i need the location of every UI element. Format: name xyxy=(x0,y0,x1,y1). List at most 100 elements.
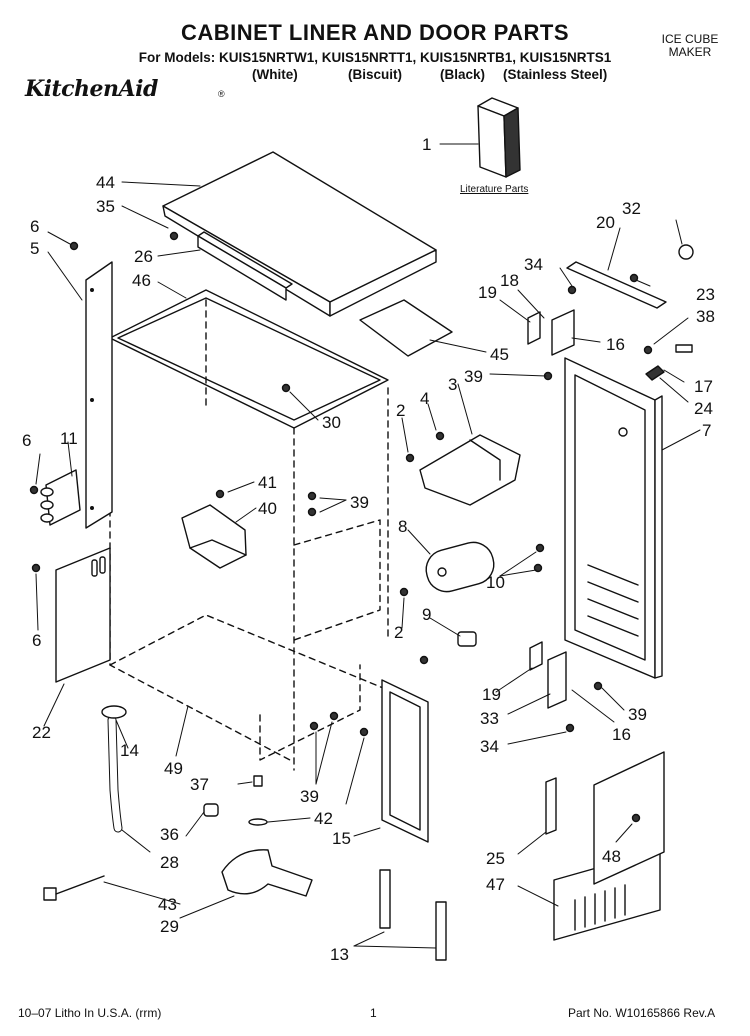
callout-34b: 34 xyxy=(480,737,499,756)
callout-30: 30 xyxy=(322,413,341,432)
callout-1: 1 xyxy=(422,135,431,154)
callout-19b: 19 xyxy=(482,685,501,704)
callout-39: 39 xyxy=(464,367,483,386)
callout-45: 45 xyxy=(490,345,509,364)
callout-19: 19 xyxy=(478,283,497,302)
part-ice-chute xyxy=(419,434,521,506)
footer-litho: 10–07 Litho In U.S.A. (rrm) xyxy=(18,1006,162,1020)
callout-42: 42 xyxy=(314,809,333,828)
callout-11: 11 xyxy=(60,429,78,448)
callout-46: 46 xyxy=(132,271,151,290)
callout-2: 2 xyxy=(396,401,405,420)
callout-14: 14 xyxy=(120,741,139,760)
part-hinge-pin xyxy=(645,365,665,381)
part-literature-booklet xyxy=(477,97,521,178)
callout-8: 8 xyxy=(398,517,407,536)
screws-group xyxy=(29,231,653,823)
part-insulation-sheet xyxy=(359,299,453,357)
part-ice-scoop xyxy=(221,849,313,897)
callout-13: 13 xyxy=(330,945,349,964)
part-hinge-pin-cover xyxy=(675,344,693,353)
part-cabinet-liner-outline xyxy=(109,299,389,771)
part-hinge-bracket xyxy=(40,469,81,526)
callout-38: 38 xyxy=(696,307,715,326)
part-leveling-foot xyxy=(248,818,268,826)
part-hinge-shim-bottom xyxy=(529,641,543,671)
callout-leaders xyxy=(35,143,701,949)
callout-39d: 39 xyxy=(300,787,319,806)
footer-page-number: 1 xyxy=(370,1006,377,1020)
models-line: For Models: KUIS15NRTW1, KUIS15NRTT1, KU… xyxy=(138,50,612,65)
variant-biscuit: (Biscuit) xyxy=(348,67,402,82)
variant-white: (White) xyxy=(252,67,298,82)
callout-47: 47 xyxy=(486,875,505,894)
callout-4: 4 xyxy=(420,389,429,408)
footer-part-number: Part No. W10165866 Rev.A xyxy=(568,1006,716,1020)
part-hinge-cap xyxy=(678,244,694,260)
callout-22: 22 xyxy=(32,723,51,742)
part-door-assembly xyxy=(564,357,663,679)
callout-48: 48 xyxy=(602,847,621,866)
part-hinge-shim-top xyxy=(527,311,541,345)
callout-24: 24 xyxy=(694,399,713,418)
callout-26: 26 xyxy=(134,247,153,266)
callout-49: 49 xyxy=(164,759,183,778)
part-leveling-leg xyxy=(253,775,263,787)
part-kickplate xyxy=(553,751,665,941)
callout-17: 17 xyxy=(694,377,713,396)
callout-9: 9 xyxy=(422,605,431,624)
callout-7: 7 xyxy=(702,421,711,440)
callout-25: 25 xyxy=(486,849,505,868)
callout-20: 20 xyxy=(596,213,615,232)
callout-labels: 1 2 2 3 4 5 6 6 6 7 8 9 10 11 13 14 15 1… xyxy=(22,135,715,964)
product-label-line2: MAKER xyxy=(668,45,712,59)
callout-15: 15 xyxy=(332,829,351,848)
part-door-gasket xyxy=(381,679,429,843)
part-side-panel xyxy=(85,261,113,529)
callout-32: 32 xyxy=(622,199,641,218)
literature-label: Literature Parts xyxy=(460,184,528,195)
part-top-hinge-bracket xyxy=(551,309,575,356)
part-bottom-hinge-bracket xyxy=(547,651,567,709)
part-kickplate-bracket xyxy=(545,777,557,835)
callout-18: 18 xyxy=(500,271,519,290)
callout-39b: 39 xyxy=(350,493,369,512)
part-liner-frame xyxy=(109,289,389,429)
callout-37: 37 xyxy=(190,775,209,794)
brand-logo: KitchenAid xyxy=(25,76,158,102)
brand-registered-mark: ® xyxy=(218,89,225,99)
part-cover-plate xyxy=(55,547,111,683)
part-drain-fitting xyxy=(101,705,127,719)
callout-6b: 6 xyxy=(22,431,31,450)
part-top-bracket xyxy=(197,231,293,301)
part-air-duct xyxy=(181,504,247,569)
page-title: CABINET LINER AND DOOR PARTS xyxy=(181,20,569,45)
part-door-switch xyxy=(457,631,477,647)
product-label: ICE CUBE MAKER xyxy=(655,33,725,59)
callout-39c: 39 xyxy=(628,705,647,724)
callout-40: 40 xyxy=(258,499,277,518)
product-label-line1: ICE CUBE xyxy=(661,32,719,46)
callout-6: 6 xyxy=(30,217,39,236)
part-trim-strip-right xyxy=(435,901,447,961)
callout-5: 5 xyxy=(30,239,39,258)
callout-3: 3 xyxy=(448,375,457,394)
part-cam-housing xyxy=(425,541,495,593)
callout-35: 35 xyxy=(96,197,115,216)
callout-23: 23 xyxy=(696,285,715,304)
callout-41: 41 xyxy=(258,473,277,492)
callout-29: 29 xyxy=(160,917,179,936)
callout-36: 36 xyxy=(160,825,179,844)
callout-43: 43 xyxy=(158,895,177,914)
part-hinge-strip xyxy=(566,261,667,309)
callout-33: 33 xyxy=(480,709,499,728)
callout-44: 44 xyxy=(96,173,115,192)
callout-34: 34 xyxy=(524,255,543,274)
part-cable-tie xyxy=(43,875,105,901)
callout-6c: 6 xyxy=(32,631,41,650)
variant-stainless: (Stainless Steel) xyxy=(503,67,608,82)
variant-black: (Black) xyxy=(440,67,486,82)
callout-28: 28 xyxy=(160,853,179,872)
callout-16b: 16 xyxy=(612,725,631,744)
